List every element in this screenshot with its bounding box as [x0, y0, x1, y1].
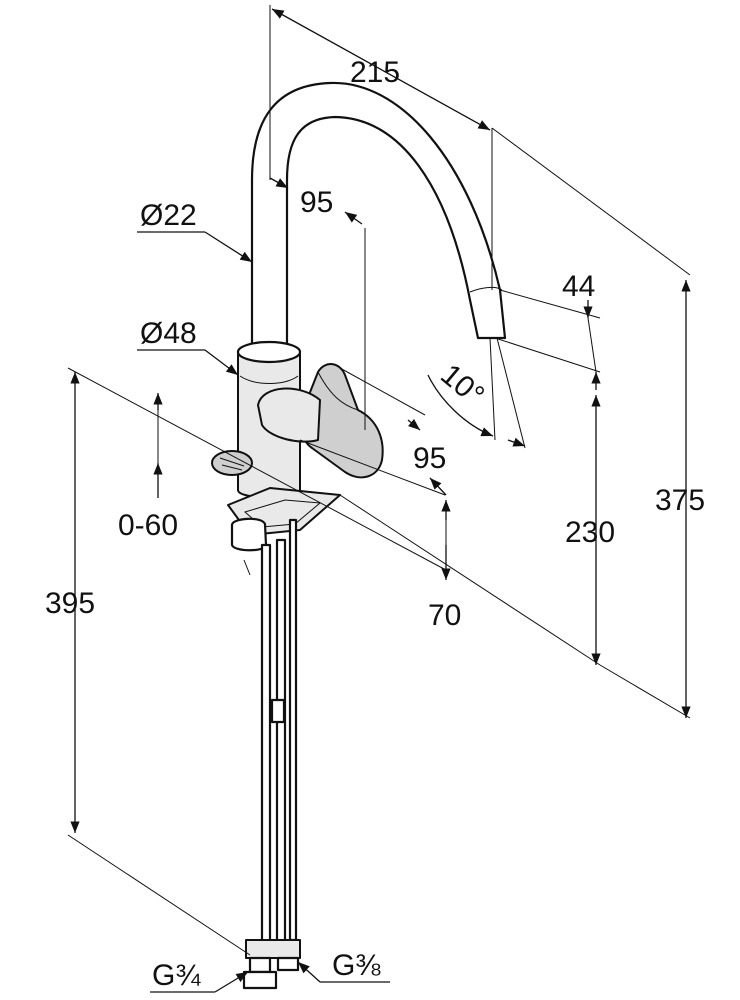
dim-95-side: 95	[299, 367, 447, 496]
thread-g38: G⅜	[297, 949, 390, 983]
label-0-60: 0-60	[118, 509, 178, 542]
label-10deg: 10°	[434, 358, 490, 412]
dim-70: 70	[428, 500, 461, 632]
label-44: 44	[562, 270, 595, 303]
dim-44: 44	[494, 270, 601, 390]
dim-d22: Ø22	[137, 199, 253, 263]
faucet-outline	[211, 81, 507, 990]
label-d48: Ø48	[140, 317, 197, 350]
label-215: 215	[350, 56, 400, 89]
supply-hose-right	[275, 538, 287, 952]
thread-g34: G¾	[150, 959, 249, 993]
dim-95-top: 95	[269, 177, 366, 430]
label-95-top: 95	[300, 186, 333, 219]
label-thread-right: G⅜	[332, 949, 381, 982]
label-375: 375	[655, 484, 705, 517]
shutoff-knob	[211, 450, 253, 476]
label-395: 395	[45, 587, 95, 620]
label-70: 70	[428, 599, 461, 632]
dim-10deg: 10°	[427, 337, 526, 449]
label-230: 230	[565, 516, 615, 549]
label-thread-left: G¾	[152, 959, 201, 992]
dim-d48: Ø48	[137, 317, 239, 376]
dim-395: 395	[45, 367, 447, 956]
label-95-side: 95	[413, 442, 446, 475]
hose-connectors	[242, 939, 301, 990]
supply-hose-center	[288, 518, 298, 942]
dim-215: 215	[269, 5, 493, 290]
dim-0-60: 0-60	[118, 393, 178, 542]
dim-375: 375	[491, 127, 705, 719]
spout	[250, 81, 507, 347]
supply-hose-left	[260, 543, 272, 952]
dim-230: 230	[339, 395, 615, 666]
label-d22: Ø22	[140, 199, 197, 232]
